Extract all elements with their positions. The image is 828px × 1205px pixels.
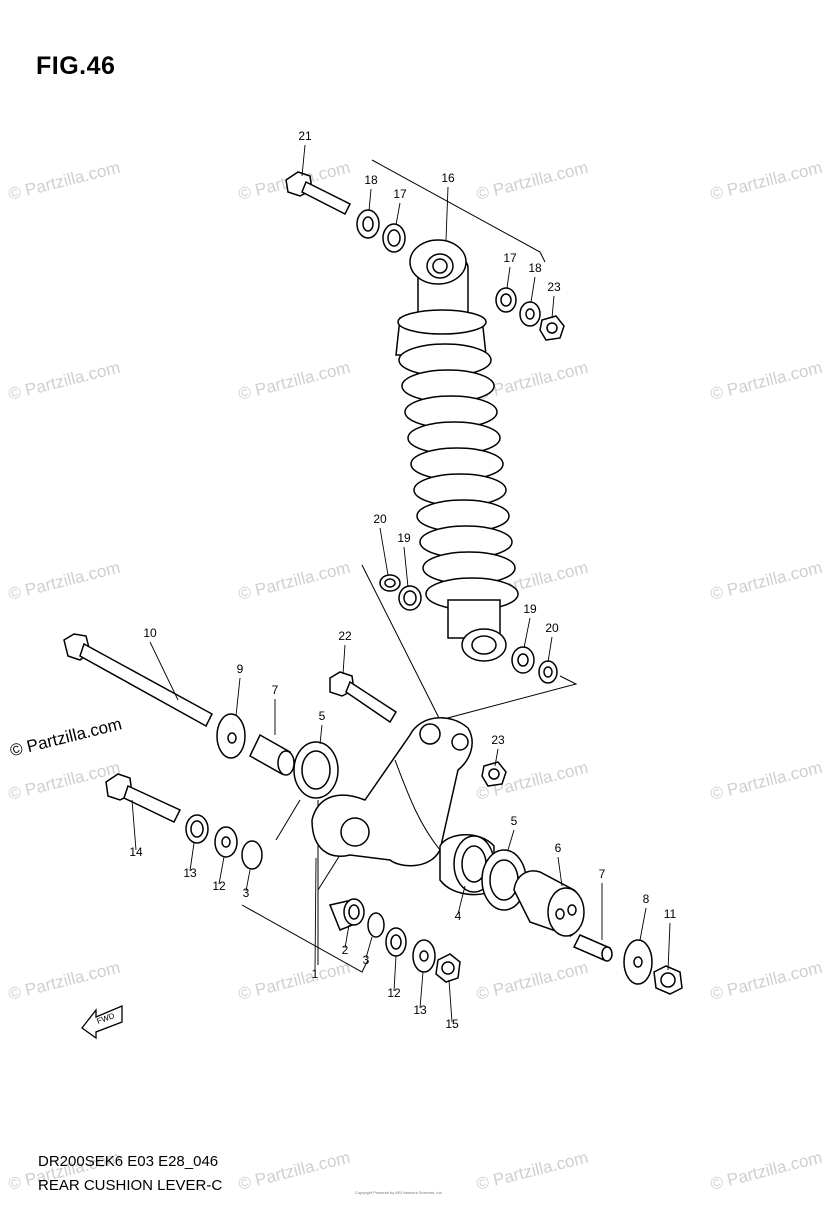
watermark-text: © Partzilla.com — [6, 758, 122, 804]
watermark-text: © Partzilla.com — [236, 1148, 352, 1194]
callout-leader — [368, 188, 372, 212]
watermark-text: © Partzilla.com — [236, 958, 352, 1004]
callout-number: 3 — [363, 953, 370, 967]
callout-number: 1 — [312, 967, 319, 981]
callout-number: 18 — [528, 261, 542, 275]
shock-absorber-16 — [395, 239, 519, 662]
callout-leader — [235, 677, 241, 717]
callout-number: 7 — [599, 867, 606, 881]
figure-name: REAR CUSHION LEVER-C — [38, 1177, 223, 1194]
callout-leader — [639, 907, 647, 941]
callout-leader — [448, 979, 453, 1023]
callout-number: 17 — [503, 251, 517, 265]
callout-leader — [342, 644, 346, 675]
circlip-3-left — [241, 840, 263, 870]
callout-leader — [557, 856, 563, 887]
watermark-text: © Partzilla.com — [6, 158, 122, 204]
callout-number: 21 — [298, 129, 312, 143]
callout-number: 2 — [342, 943, 349, 957]
callout-leader — [403, 546, 409, 588]
callout-leader — [365, 936, 373, 959]
bolt-22 — [329, 671, 398, 724]
callout-number: 10 — [143, 626, 157, 640]
bearing-2 — [328, 898, 365, 931]
watermark-text: © Partzilla.com — [708, 558, 824, 604]
watermark-text: © Partzilla.com — [708, 1148, 824, 1194]
callout-leader — [314, 857, 317, 973]
callout-leader — [379, 527, 389, 576]
fwd-arrow-icon: FWD — [81, 1005, 123, 1040]
callout-number: 4 — [455, 909, 462, 923]
callout-number: 6 — [555, 841, 562, 855]
spacer-6 — [513, 870, 585, 937]
copyright-footer: Copyright Powered by ARI Network Service… — [355, 1190, 443, 1195]
circlip-3-lower — [367, 912, 385, 938]
callout-leader — [547, 636, 553, 663]
watermark-text: © Partzilla.com — [236, 558, 352, 604]
callout-number: 17 — [393, 187, 407, 201]
watermark-text: © Partzilla.com — [236, 358, 352, 404]
figure-title: FIG.46 — [36, 52, 116, 80]
callout-leader — [319, 724, 323, 745]
callout-number: 8 — [643, 892, 650, 906]
callout-leader — [667, 922, 671, 971]
callout-number: 23 — [491, 733, 505, 747]
callout-leader — [189, 842, 195, 872]
callout-leader — [218, 856, 225, 885]
callout-number: 19 — [523, 602, 537, 616]
callout-number: 13 — [413, 1003, 427, 1017]
callout-number: 7 — [272, 683, 279, 697]
watermark-text: © Partzilla.com — [6, 958, 122, 1004]
bolt-21 — [285, 171, 352, 216]
callout-leader — [393, 955, 397, 992]
callout-leader — [551, 295, 555, 319]
callout-leader — [419, 971, 424, 1009]
callout-leader — [131, 799, 137, 851]
callout-number: 5 — [511, 814, 518, 828]
callout-number: 9 — [237, 662, 244, 676]
cushion-lever-1 — [311, 717, 473, 867]
watermark-text: © Partzilla.com — [708, 958, 824, 1004]
callout-number: 22 — [338, 629, 352, 643]
callout-number: 19 — [397, 531, 411, 545]
callout-leader — [395, 202, 401, 226]
callout-number: 15 — [445, 1017, 459, 1031]
callout-leader — [523, 617, 531, 649]
callout-number: 11 — [664, 907, 677, 921]
callout-number: 3 — [243, 886, 250, 900]
callout-number: 14 — [129, 845, 143, 859]
callout-number: 5 — [319, 709, 326, 723]
callout-leader — [530, 276, 536, 303]
callout-number: 13 — [183, 866, 197, 880]
watermark-text: © Partzilla.com — [474, 1148, 590, 1194]
watermark-text: © Partzilla.com — [474, 958, 590, 1004]
watermark-text: © Partzilla.com — [6, 558, 122, 604]
callout-number: 20 — [545, 621, 559, 635]
callout-number: 20 — [373, 512, 387, 526]
callout-leader — [149, 641, 179, 701]
callout-leader — [344, 924, 350, 949]
watermark-text: © Partzilla.com — [708, 358, 824, 404]
callout-leader — [301, 144, 306, 177]
callout-number: 16 — [441, 171, 455, 185]
callout-leader — [245, 869, 251, 892]
callout-leader — [457, 885, 466, 915]
callout-leader — [494, 748, 499, 767]
callout-number: 12 — [212, 879, 226, 893]
callout-number: 18 — [364, 173, 378, 187]
watermark-text: © Partzilla.com — [6, 358, 122, 404]
watermark-text: © Partzilla.com — [708, 758, 824, 804]
callout-leader — [506, 266, 511, 289]
watermark-text: © Partzilla.com — [708, 158, 824, 204]
bolt-14 — [105, 773, 182, 823]
callout-leader — [507, 829, 515, 851]
callout-number: 23 — [547, 280, 561, 294]
figure-code: DR200SEK6 E03 E28_046 — [38, 1153, 219, 1170]
callout-number: 12 — [387, 986, 401, 1000]
bolt-10 — [63, 633, 213, 728]
callout-leader — [445, 186, 449, 241]
watermark-text: © Partzilla.com — [474, 158, 590, 204]
